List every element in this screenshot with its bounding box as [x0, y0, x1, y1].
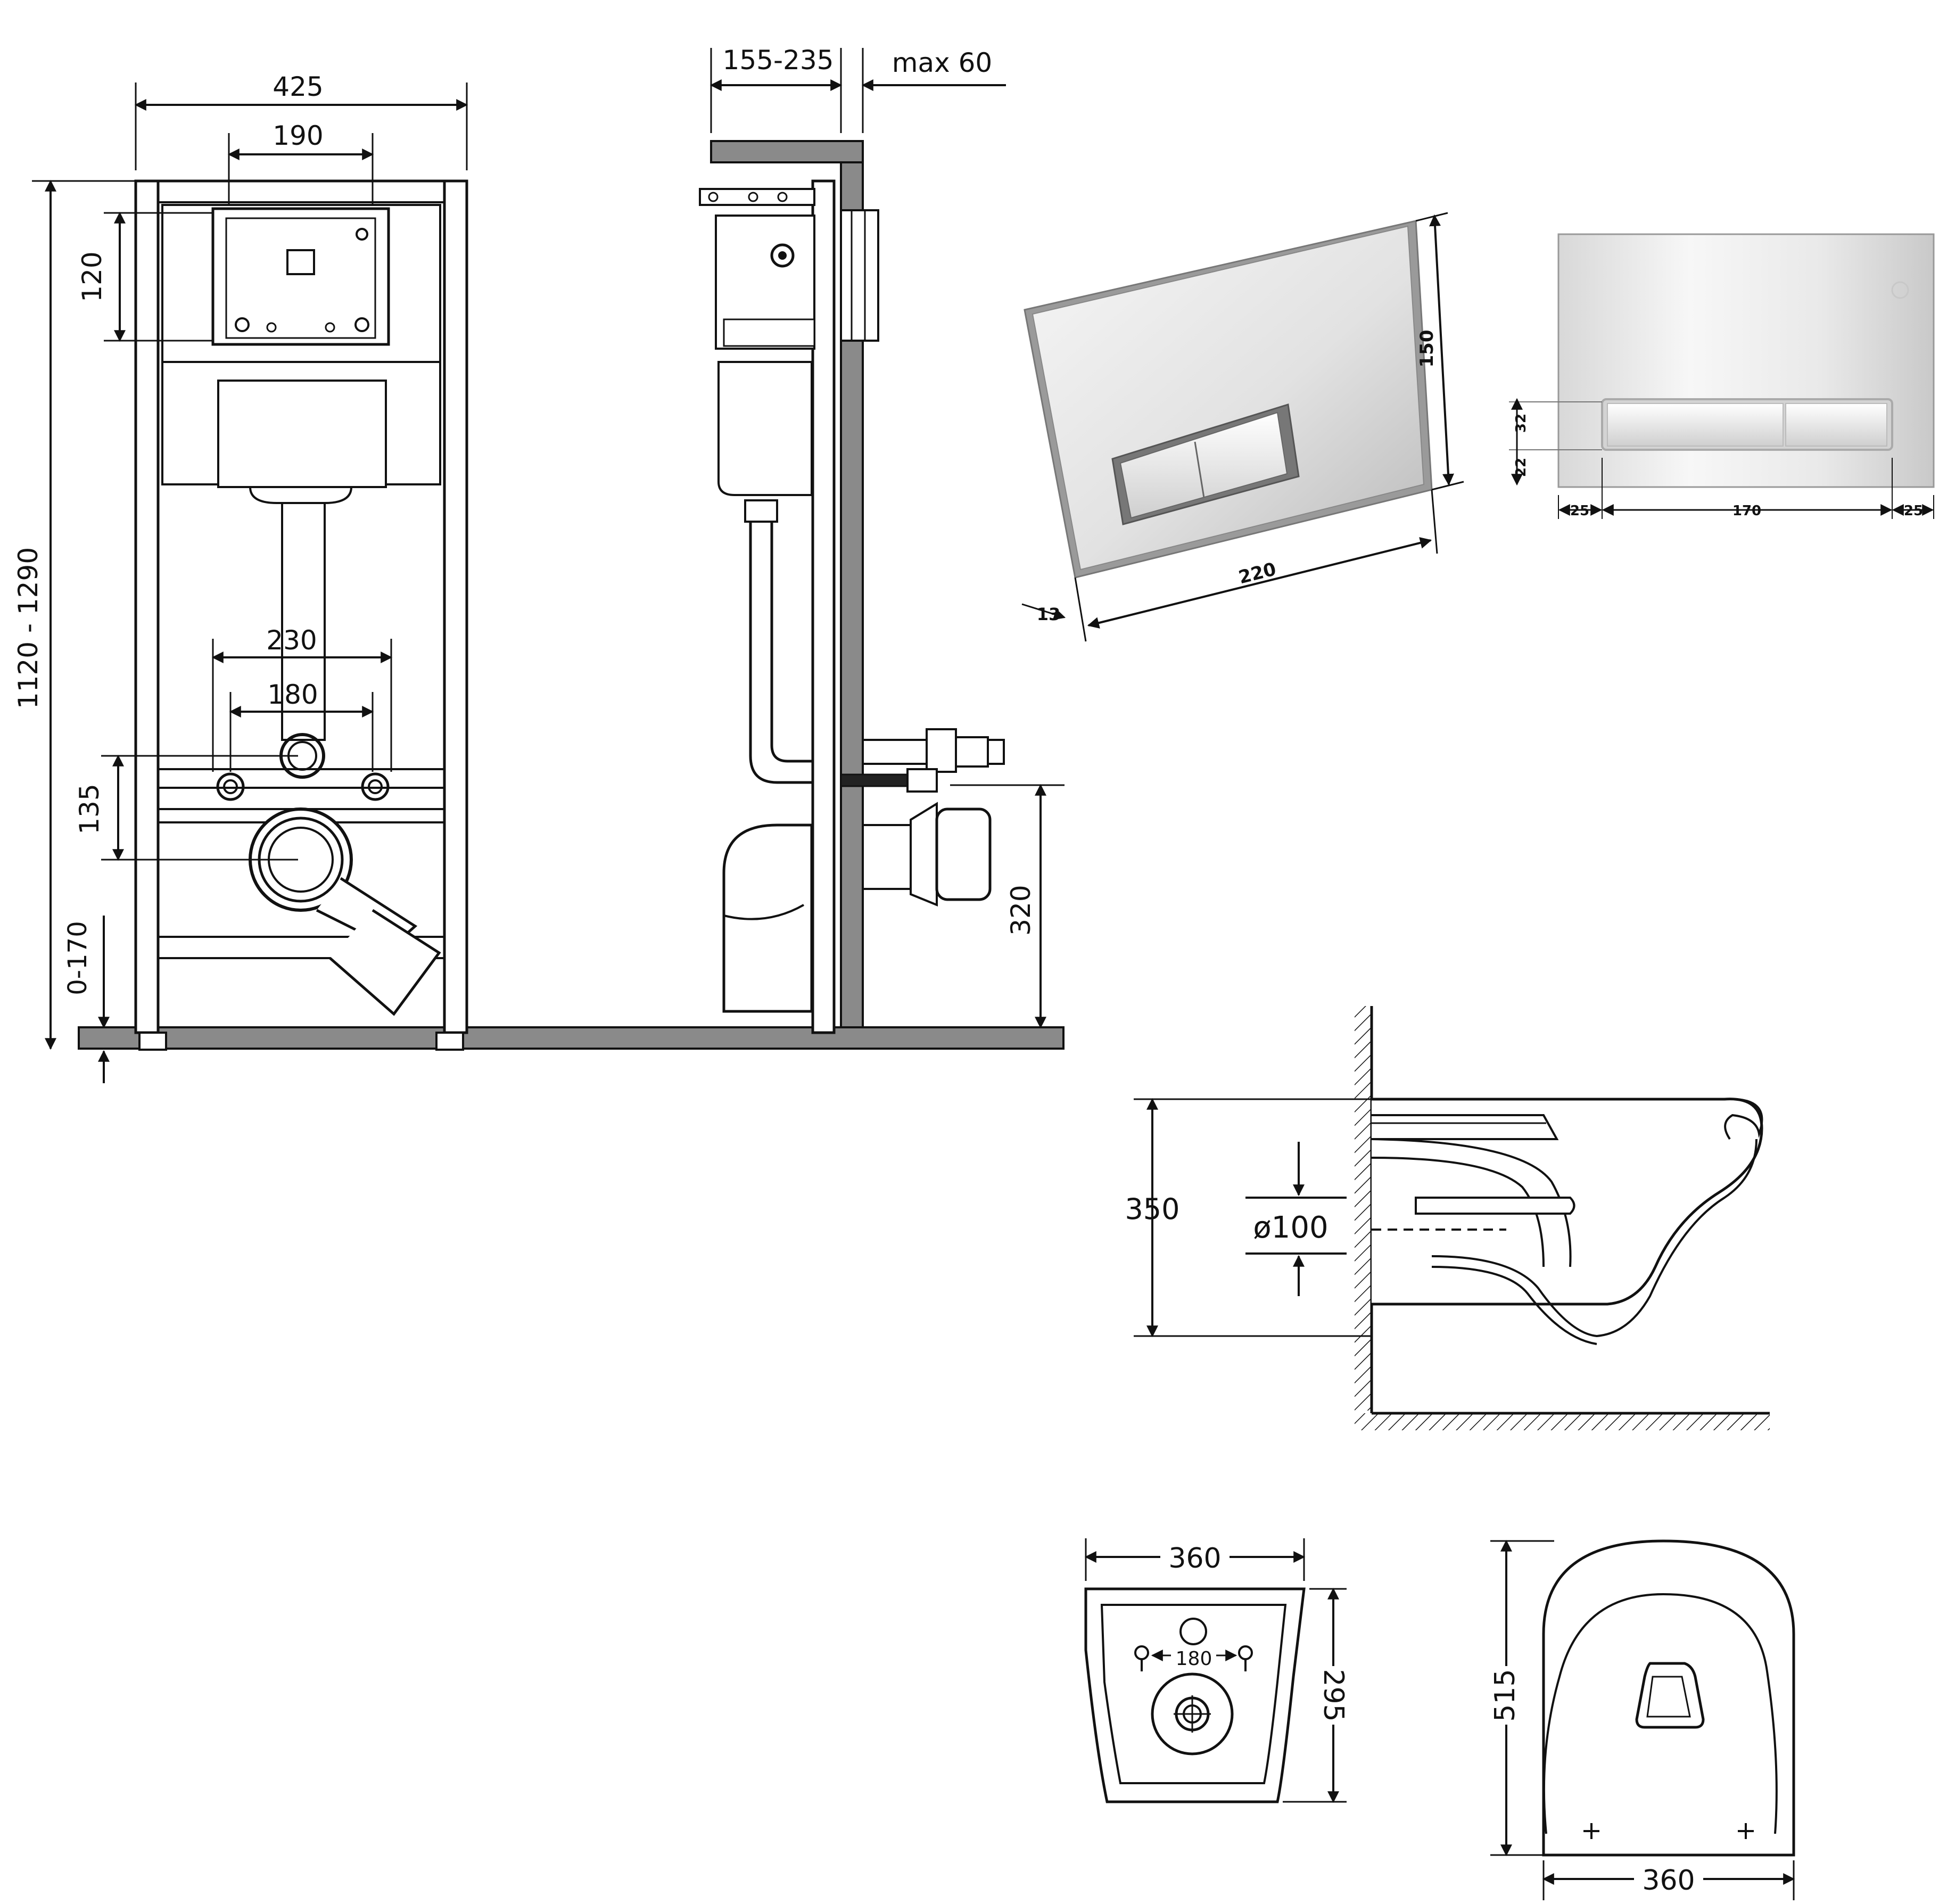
dim-inlet-offset: 135 [74, 784, 105, 834]
dim-panel-height: 120 [77, 251, 108, 302]
dim-width-panel: 190 [273, 120, 323, 151]
right-post [443, 179, 468, 1034]
dim-top-length: 515 [1489, 1669, 1521, 1721]
left-post [134, 179, 160, 1034]
dim-margin-left: 25 [1570, 503, 1589, 519]
brand-logo-icon [1891, 281, 1909, 299]
frame-front-view: 425 190 120 1120 - 1290 230 180 135 0-17… [13, 71, 1065, 1083]
dim-height-range: 1120 - 1290 [13, 547, 44, 709]
dim-outlet-height: 320 [1005, 885, 1036, 935]
dim-button-offset: 22 [1513, 458, 1529, 477]
dim-top-width: 360 [1642, 1865, 1695, 1897]
dim-rear-depth: 295 [1317, 1669, 1349, 1721]
floor [78, 1026, 1065, 1050]
frame-side-view: 155-235 max 60 320 [699, 45, 1065, 1034]
bowl-side-view: 350 ø100 [1125, 1006, 1770, 1430]
dim-button-height: 32 [1513, 414, 1529, 433]
side-post [811, 179, 836, 1034]
dim-stud-spacing: 230 [266, 625, 317, 656]
flush-pipe [281, 502, 326, 741]
dim-depth-range: 155-235 [723, 45, 834, 76]
dim-outlet-diameter: ø100 [1253, 1210, 1328, 1245]
dim-inlet-spacing: 180 [267, 679, 318, 710]
flush-plate-3d: 150 220 13 [1021, 212, 1464, 642]
dim-width-total: 425 [273, 71, 323, 102]
dim-button-width: 170 [1732, 503, 1761, 519]
stud-right [361, 772, 390, 801]
wall-top [710, 140, 864, 163]
dim-rear-stud-spacing: 180 [1176, 1648, 1212, 1670]
dim-plate-width: 220 [1236, 558, 1278, 588]
dim-leg-adjust: 0-170 [63, 921, 93, 995]
dim-bowl-height: 350 [1125, 1192, 1179, 1226]
stud-left [216, 772, 245, 801]
dim-plate-thickness: 13 [1037, 604, 1061, 624]
dim-plate-height: 150 [1416, 330, 1438, 368]
bowl-rear-view: 180 360 295 [1084, 1538, 1352, 1803]
dim-margin-right: 25 [1904, 503, 1923, 519]
dim-wall-max: max 60 [892, 47, 992, 78]
flush-plate-front: 32 22 25 170 25 [1509, 233, 1935, 519]
bowl-top-view: 515 360 [1488, 1539, 1795, 1900]
dim-rear-width: 360 [1168, 1543, 1221, 1575]
